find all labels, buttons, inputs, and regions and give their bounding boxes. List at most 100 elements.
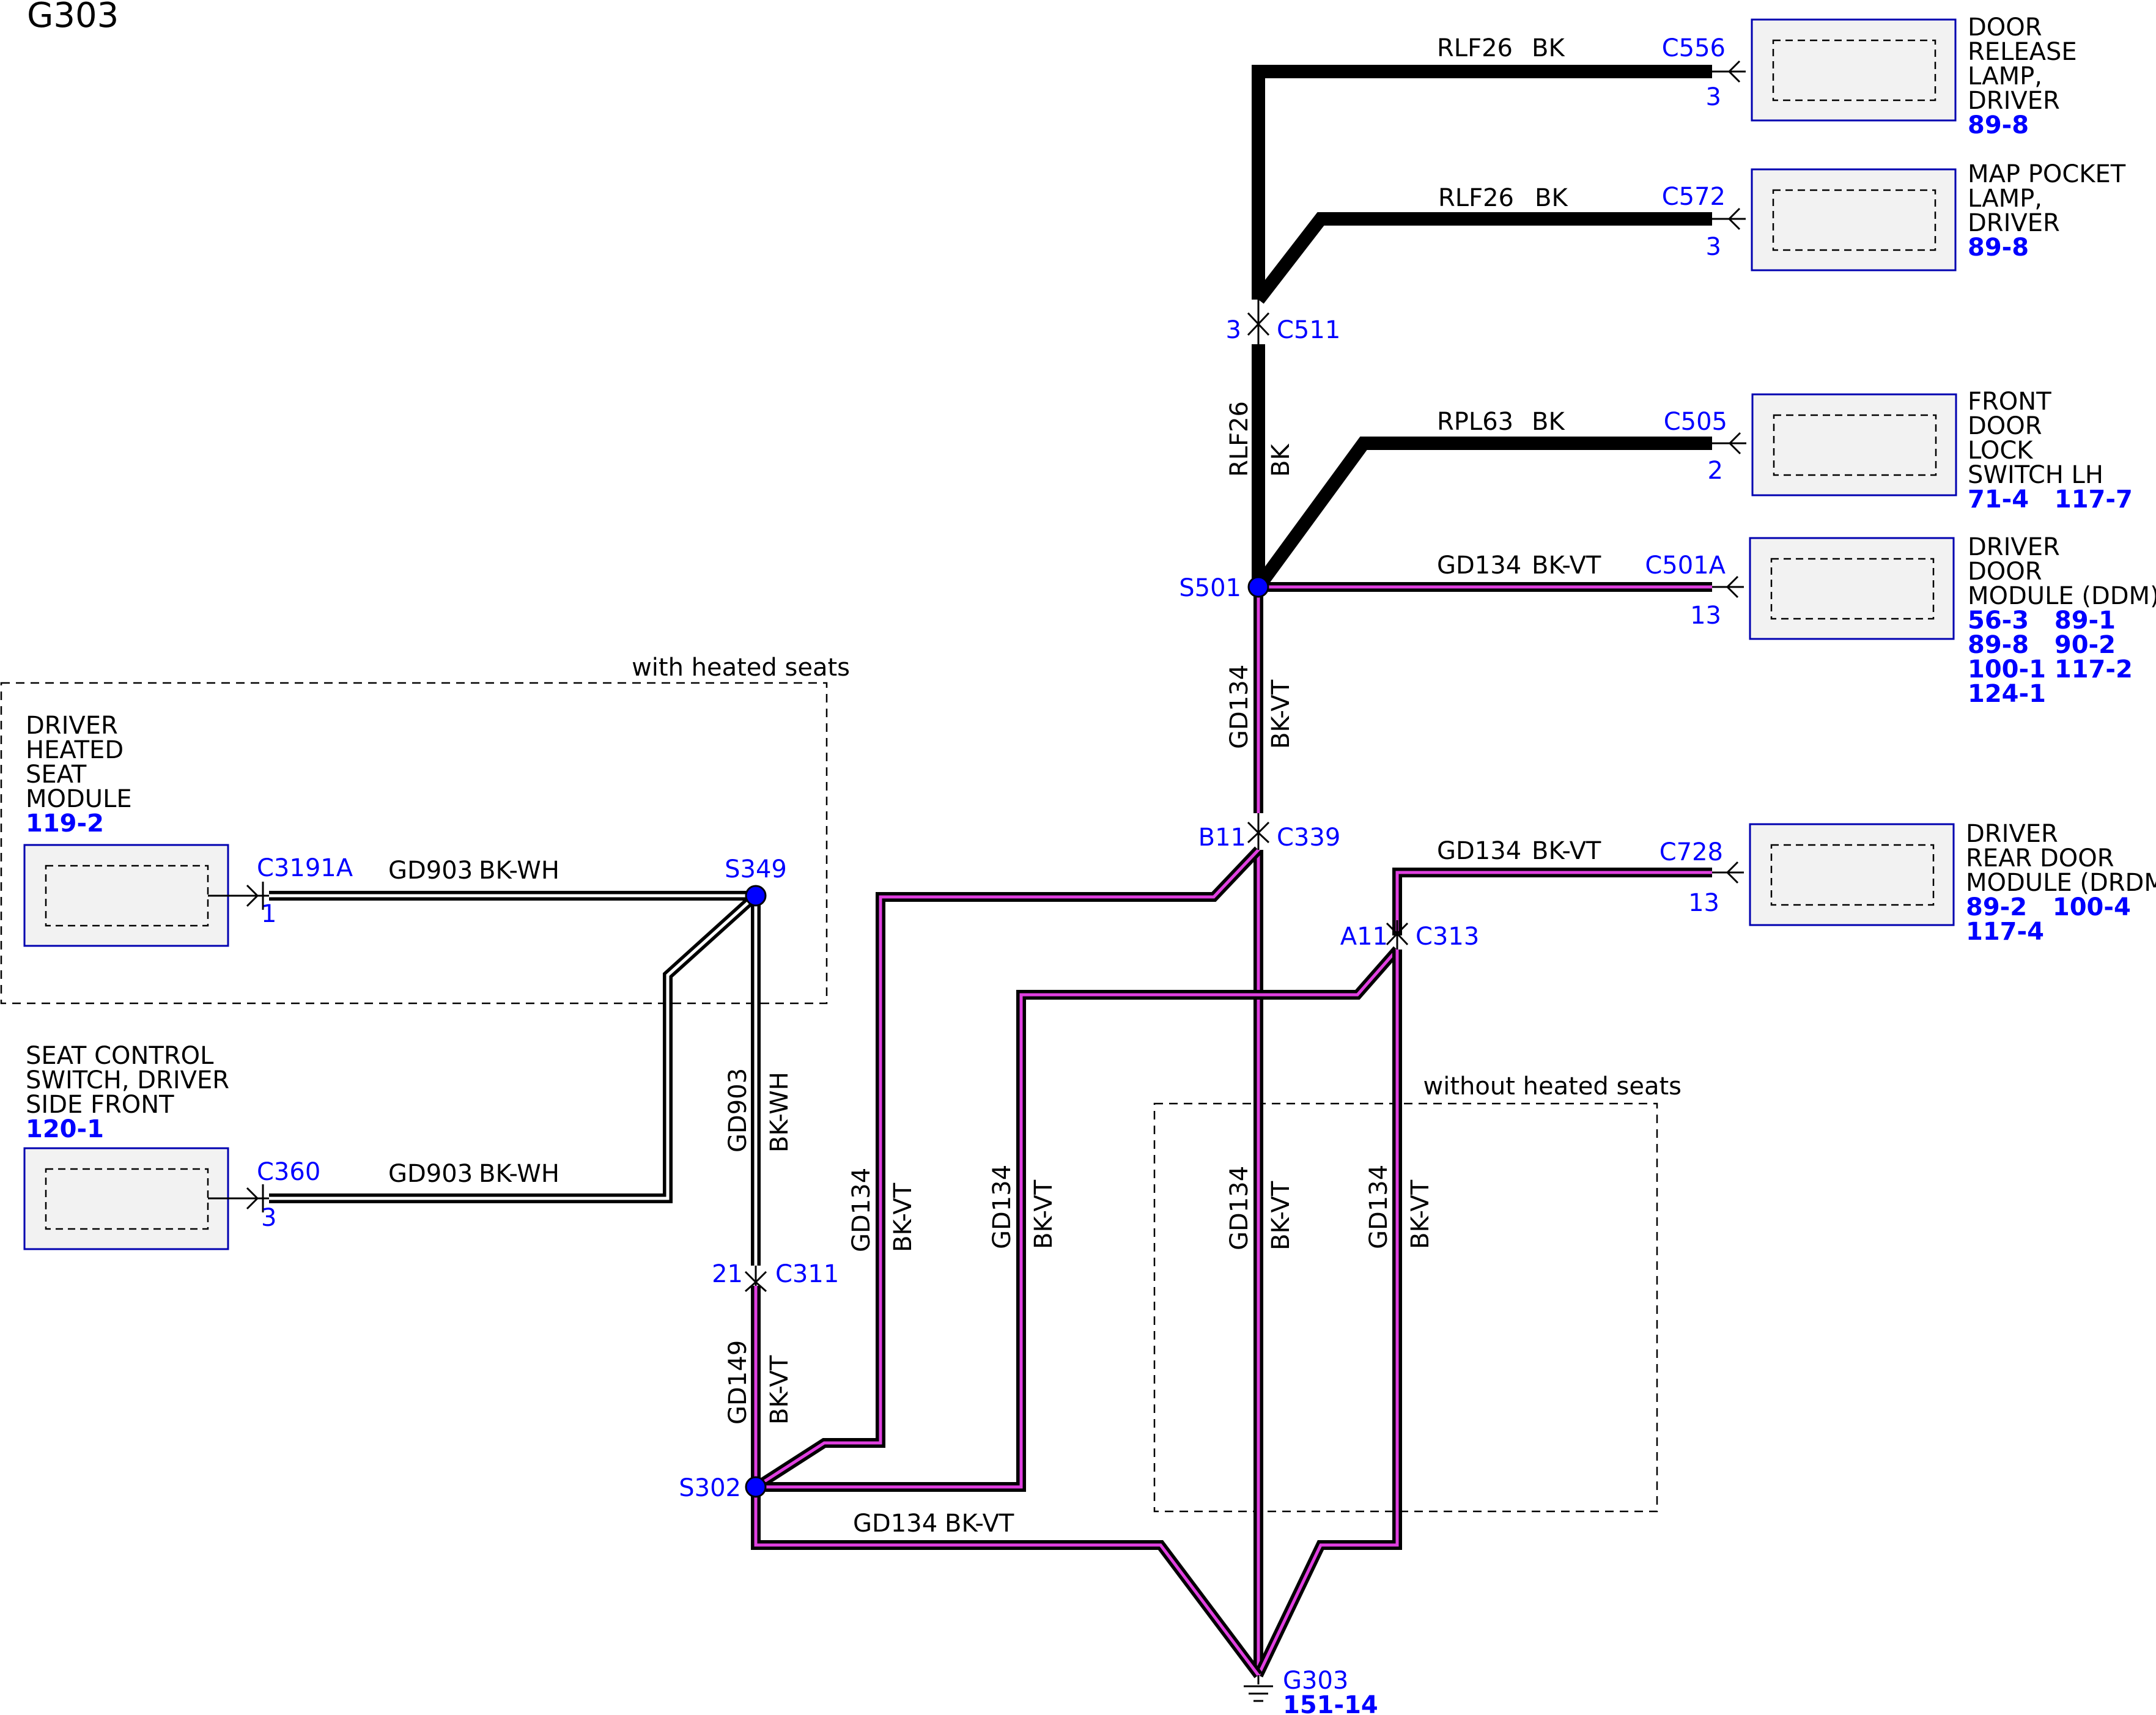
wire-label-gd134-v3-color: BK-VT [1267,1181,1295,1250]
wire-group-bk-vt [751,582,1712,1678]
wire-label-gd903-heated-color: BK-WH [479,857,559,885]
pin-c339: B11 [1198,824,1246,852]
wire-label-gd903-heated-circuit: GD903 [388,857,473,885]
pin-c505: 2 [1708,457,1723,485]
wire-label-gd134-v2-color: BK-VT [1030,1179,1058,1249]
wire-label-gd149-vert-color: BK-VT [766,1355,794,1425]
wire-label-gd134-vert-top-color: BK-VT [1267,679,1295,749]
ref-map-pocket[interactable]: 89-8 [1968,234,2029,262]
wire-label-gd149-vert-circuit: GD149 [724,1340,752,1425]
wire-label-rlf26-mid-circuit: RLF26 [1438,184,1514,212]
ref-front-lock[interactable]: 71-4 117-7 [1968,485,2133,514]
connector-symbol-c511 [1247,300,1270,344]
wire-label-gd134-ddm-color: BK-VT [1532,551,1601,580]
label-heated-seat: DRIVER HEATED SEAT MODULE [26,712,132,813]
wire-label-gd134-v1-color: BK-VT [889,1182,917,1252]
connector-c505[interactable]: C505 [1664,408,1727,436]
connector-c311[interactable]: C311 [775,1260,839,1288]
splice-s501[interactable] [1247,576,1269,598]
region-without-heated-seats [1153,1102,1658,1513]
wire-group-bk-wh [269,891,761,1266]
connector-c360[interactable]: C360 [257,1158,320,1186]
component-front-door-lock-switch[interactable] [1751,393,1957,496]
wire-label-gd134-v1-circuit: GD134 [847,1168,876,1252]
wire-label-gd903-vert-color: BK-WH [766,1072,794,1153]
connector-symbol-c313 [1386,920,1409,950]
splice-s302[interactable] [745,1476,767,1498]
wire-label-gd134-v3-circuit: GD134 [1225,1166,1253,1250]
connector-symbol-c311 [744,1266,767,1293]
wire-label-gd134-v2-circuit: GD134 [988,1165,1016,1249]
ref-drdm[interactable]: 89-2 100-4 117-4 [0,0,2156,946]
connector-c511[interactable]: C511 [1277,316,1340,344]
connector-c728[interactable]: C728 [1659,838,1723,866]
connector-c556[interactable]: C556 [1662,34,1726,62]
connector-c572[interactable]: C572 [1662,183,1726,211]
component-door-release-lamp[interactable] [1751,18,1957,122]
ref-ddm[interactable]: 56-3 89-1 89-8 90-2 100-1 117-2 124-1 [0,0,2156,708]
connector-symbol-c556 [1712,60,1746,83]
pin-c728: 13 [1688,889,1719,917]
wire-rlf26-map-pocket [1253,212,1712,304]
pin-c3191a: 1 [261,900,276,928]
component-driver-rear-door-module[interactable] [1749,823,1955,926]
pin-c556: 3 [1706,83,1721,111]
label-seat-switch: SEAT CONTROL SWITCH, DRIVER SIDE FRONT [26,1042,237,1119]
component-seat-control-switch[interactable] [23,1147,229,1250]
connector-symbol-c505 [1712,432,1746,455]
pin-c360: 3 [261,1204,276,1232]
wire-label-gd134-v4-circuit: GD134 [1365,1165,1393,1249]
connector-symbol-c501a [1712,575,1744,599]
ref-door-release[interactable]: 89-8 [1968,111,2029,139]
pin-c311: 21 [712,1260,743,1288]
component-map-pocket-lamp[interactable] [1751,168,1957,271]
ground-symbol [1244,1675,1273,1702]
ground-name: G303 [1283,1667,1348,1695]
wire-label-gd134-bottom-color: BK-VT [945,1510,1014,1538]
wire-label-rlf26-vert-color: BK [1267,443,1295,477]
wire-label-gd903-switch-color: BK-WH [479,1160,559,1188]
wire-label-rlf26-mid-color: BK [1535,184,1568,212]
connector-c501a[interactable]: C501A [1645,551,1726,580]
pin-c501a: 13 [1690,602,1721,630]
wire-label-rlf26-vert-circuit: RLF26 [1225,401,1253,477]
wire-label-gd134-v4-color: BK-VT [1406,1179,1434,1249]
wire-label-gd134-vert-top-circuit: GD134 [1225,665,1253,749]
wire-rlf26-door-release [1252,65,1712,300]
wire-label-gd903-vert-circuit: GD903 [724,1068,752,1153]
pin-c572: 3 [1706,233,1721,261]
wire-label-rlf26-top-color: BK [1532,34,1565,62]
connector-c313[interactable]: C313 [1416,923,1479,951]
region-label-heated: with heated seats [632,654,850,682]
connector-symbol-c572 [1712,207,1746,231]
component-driver-door-module[interactable] [1749,537,1955,640]
pin-c511: 3 [1226,316,1241,344]
region-with-heated-seats [0,682,828,1005]
wire-label-gd134-ddm-circuit: GD134 [1437,551,1521,580]
connector-symbol-c728 [1712,861,1744,884]
connector-c3191a[interactable]: C3191A [257,854,353,882]
label-ddm: DRIVER DOOR MODULE (DDM) [1968,533,2156,610]
connector-symbol-c360 [208,1184,269,1212]
region-label-unheated: without heated seats [1423,1072,1682,1101]
splice-label-s302: S302 [679,1474,741,1502]
ground-ref[interactable]: 151-14 [1283,1691,1378,1715]
connector-symbol-c3191a [208,882,269,910]
component-driver-heated-seat-module[interactable] [23,844,229,947]
splice-s349[interactable] [745,885,767,907]
label-map-pocket: MAP POCKET LAMP, DRIVER [1968,160,2133,237]
ref-heated-seat[interactable]: 119-2 [26,810,104,838]
pin-c313: A11 [1340,923,1388,951]
wire-label-gd134-drdm-circuit: GD134 [1437,837,1521,865]
wire-label-gd903-switch-circuit: GD903 [388,1160,473,1188]
splice-label-s349: S349 [725,855,787,883]
label-front-lock: FRONT DOOR LOCK SWITCH LH [1968,388,2103,489]
wire-label-rpl63-color: BK [1532,408,1565,436]
page-title: G303 [27,0,119,35]
label-drdm: DRIVER REAR DOOR MODULE (DRDM) [1966,820,2156,897]
label-door-release: DOOR RELEASE LAMP, DRIVER [1968,13,2084,115]
connector-c339[interactable]: C339 [1277,824,1340,852]
ref-seat-switch[interactable]: 120-1 [26,1115,104,1143]
connector-symbol-c339 [1247,813,1270,850]
